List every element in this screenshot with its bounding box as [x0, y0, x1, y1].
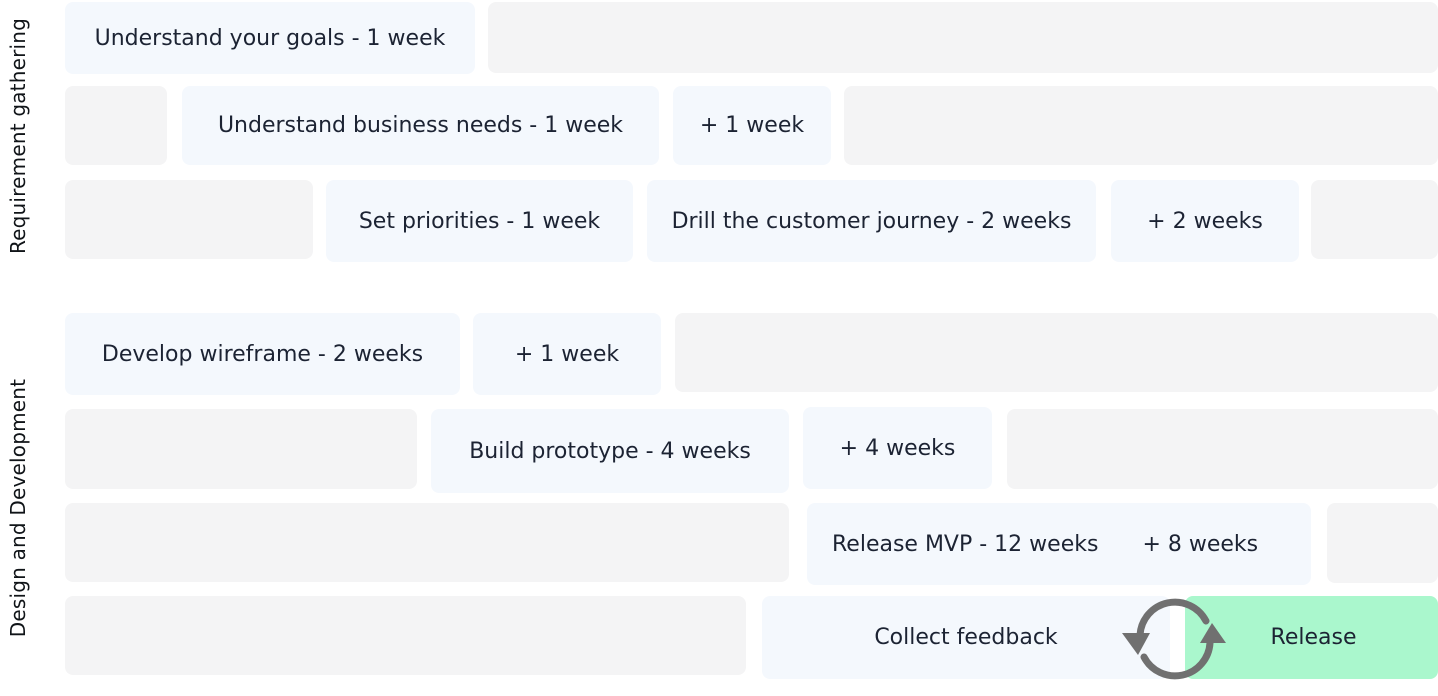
timeline-empty-slot [65, 86, 167, 165]
task-set-priorities: Set priorities - 1 week [326, 180, 633, 262]
task-release-mvp: Release MVP - 12 weeks + 8 weeks [807, 503, 1311, 585]
timeline-empty-slot [844, 86, 1438, 165]
section-label-design-development: Design and Development [6, 378, 30, 638]
timeline-empty-slot [1007, 409, 1438, 489]
section-label-requirement-gathering: Requirement gathering [6, 17, 30, 255]
task-understand-business-needs: Understand business needs - 1 week [182, 86, 659, 165]
timeline-empty-slot [65, 596, 746, 675]
task-develop-wireframe: Develop wireframe - 2 weeks [65, 313, 460, 395]
timeline-empty-slot [65, 409, 417, 489]
task-wireframe-extra: + 1 week [473, 313, 661, 395]
task-collect-feedback: Collect feedback [762, 596, 1170, 679]
task-prototype-extra: + 4 weeks [803, 407, 992, 489]
task-understand-goals: Understand your goals - 1 week [65, 2, 475, 74]
timeline-empty-slot [675, 313, 1438, 392]
timeline-empty-slot [65, 180, 313, 259]
task-release-mvp-label: Release MVP - 12 weeks [832, 531, 1099, 557]
timeline-empty-slot [488, 2, 1438, 73]
task-release: Release [1185, 596, 1438, 679]
task-release-mvp-extra: + 8 weeks [1142, 531, 1259, 557]
timeline-empty-slot [1311, 180, 1438, 259]
cycle-arrows-icon [1122, 598, 1226, 680]
timeline-empty-slot [1327, 503, 1438, 583]
timeline-empty-slot [65, 503, 789, 582]
task-customer-journey: Drill the customer journey - 2 weeks [647, 180, 1096, 262]
task-business-needs-extra: + 1 week [673, 86, 831, 165]
task-customer-journey-extra: + 2 weeks [1111, 180, 1299, 262]
task-build-prototype: Build prototype - 4 weeks [431, 409, 789, 493]
